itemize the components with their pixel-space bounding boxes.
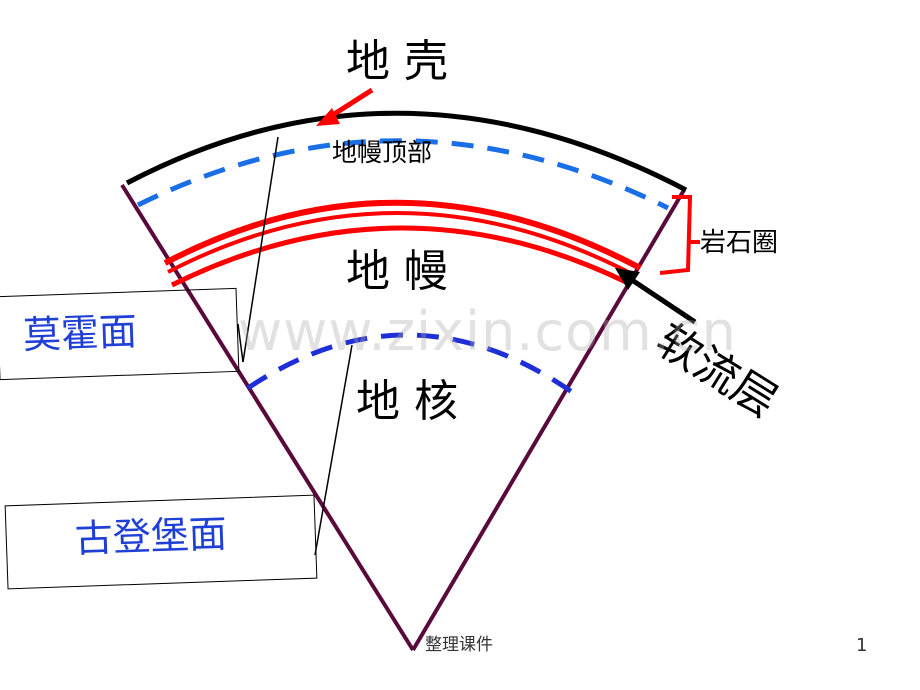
crust-arrow-shaft <box>326 87 374 121</box>
lithosphere-label: 岩石圈 <box>700 228 779 258</box>
crust-line <box>125 110 688 193</box>
footer-caption: 整理课件 <box>425 635 493 655</box>
moho-box: 莫霍面 <box>0 287 240 381</box>
asthenosphere-band-2 <box>167 211 637 278</box>
moho-pointer-line <box>242 136 279 363</box>
upper-mantle-dash <box>136 138 670 211</box>
asthenosphere-arrow-shaft <box>630 277 697 325</box>
asthenosphere-band-3 <box>170 225 630 288</box>
core-boundary-dash <box>246 332 574 395</box>
upper-mantle-label: 地幔顶部 <box>332 138 433 167</box>
gutenberg-label: 古登堡面 <box>74 511 228 561</box>
crust-arrow-head <box>316 108 340 126</box>
core-label: 地 核 <box>356 376 458 427</box>
asthenosphere-arrow-head <box>615 268 640 290</box>
gutenberg-box: 古登堡面 <box>4 494 318 590</box>
mantle-label: 地 幔 <box>346 246 448 297</box>
crust-label: 地 壳 <box>346 36 448 87</box>
lithosphere-bracket <box>659 195 693 275</box>
moho-box-connector <box>237 323 244 363</box>
moho-label: 莫霍面 <box>22 309 138 358</box>
asthenosphere-band-1 <box>163 199 642 271</box>
watermark-text: www.zixin.com.cn <box>238 300 737 363</box>
page-number: 1 <box>856 635 868 656</box>
gutenberg-pointer-line <box>314 344 353 556</box>
